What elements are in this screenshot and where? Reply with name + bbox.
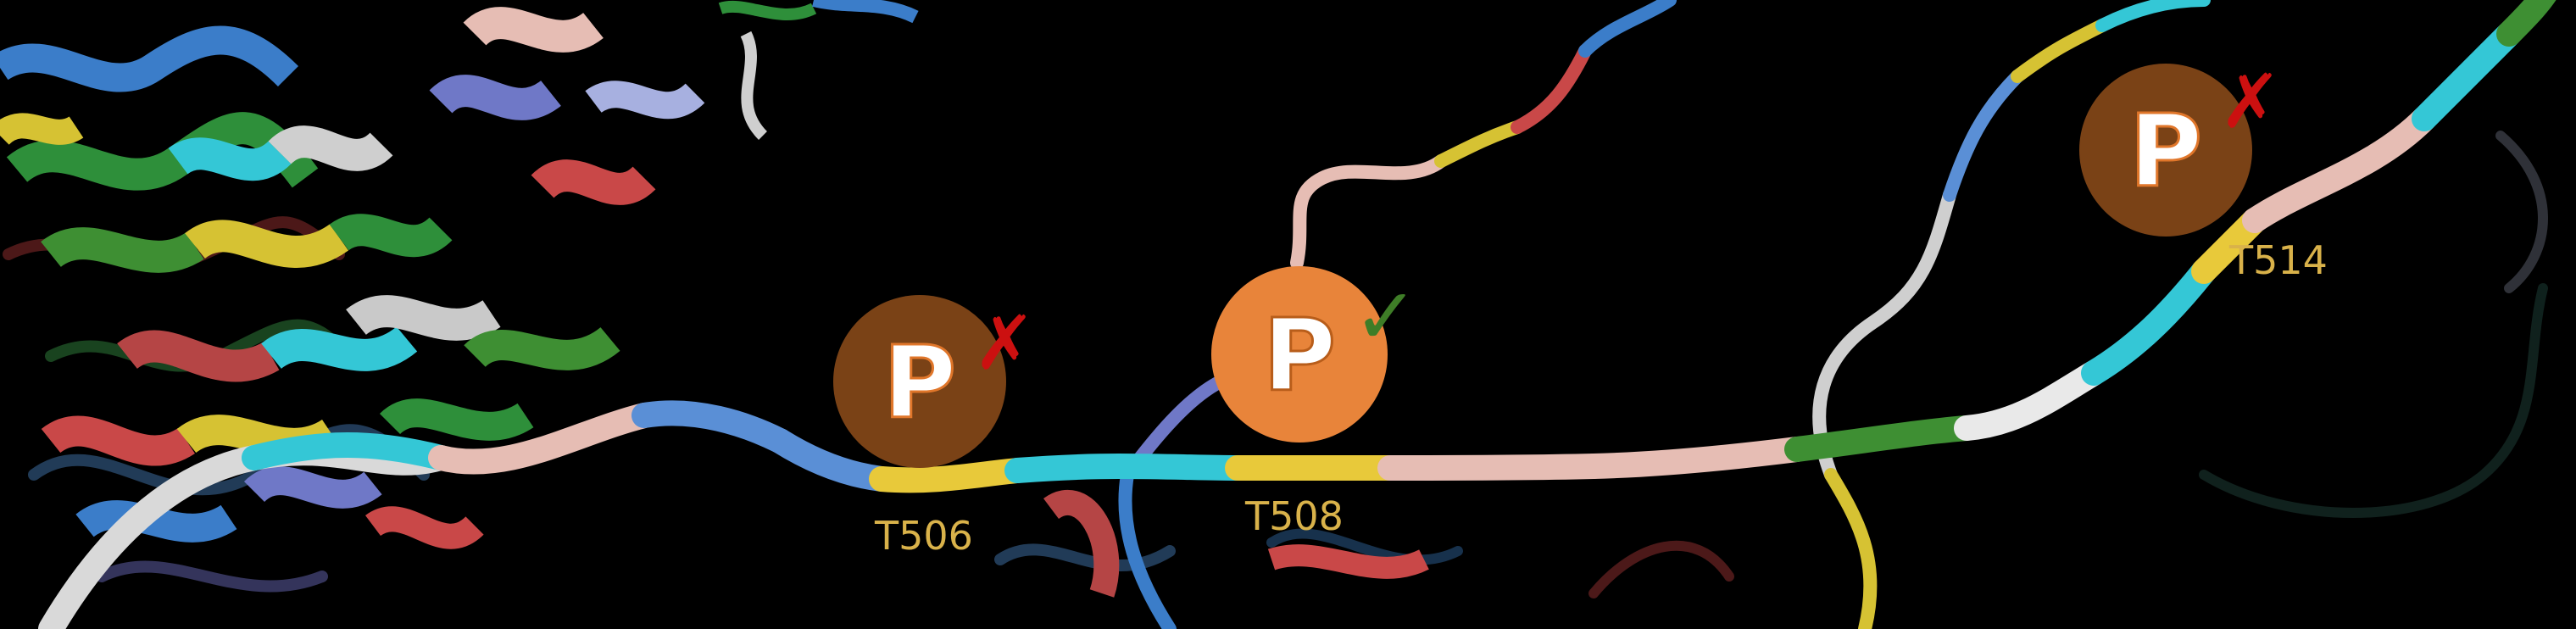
phospho-site-t506: P ✗ T506 [833,295,1036,559]
phospho-letter-t506: P [883,324,956,441]
check-icon: ✓ [1353,271,1418,362]
phospho-badge-t514 [2079,64,2252,237]
site-label-t506: T506 [874,513,973,559]
phospho-letter-t514: P [2129,92,2202,209]
phospho-site-t514: P ✗ T514 [2079,58,2328,283]
protein-loop-upper [1118,0,2211,629]
phospho-letter-t508: P [1263,297,1336,414]
phospho-badge-t506 [833,295,1006,468]
phospho-badge-t508 [1211,266,1388,443]
site-label-t514: T514 [2228,237,2328,283]
phospho-site-t508: P ✓ T508 [1211,266,1419,539]
site-label-t508: T508 [1244,493,1344,539]
cross-icon: ✗ [973,299,1036,387]
protein-disordered-tail [38,0,2557,629]
cross-icon: ✗ [2219,58,2282,145]
